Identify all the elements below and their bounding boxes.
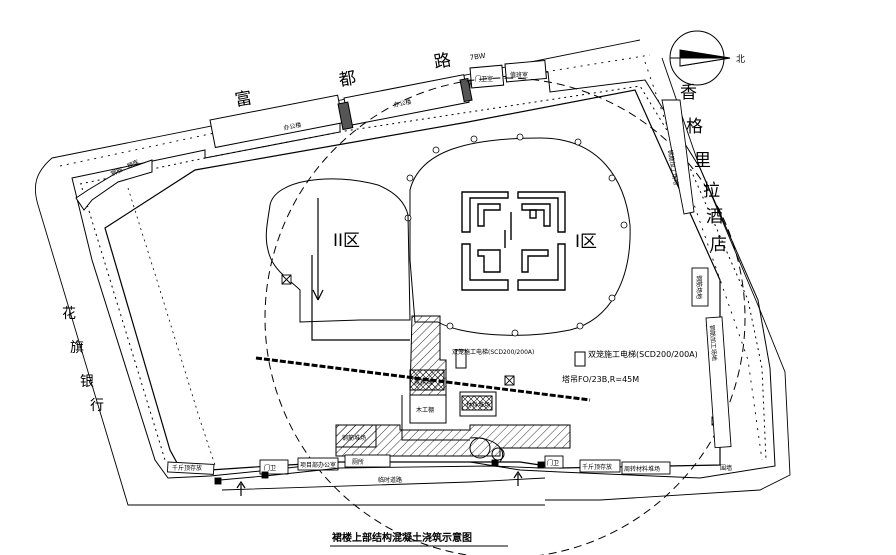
east-box-label: 钢筋场地 xyxy=(695,275,703,299)
south-toilet-label: 厕所 xyxy=(352,458,364,466)
south-wall-right-label: 围墙 xyxy=(720,464,732,472)
gate-arrows xyxy=(236,470,523,496)
compass-north-label: 北 xyxy=(736,54,745,65)
south-right-1-label: 千斤顶存放 xyxy=(582,463,612,471)
east-road-char-4: 拉 xyxy=(703,181,720,201)
south-road-label: 临时道路 xyxy=(378,476,402,484)
west-road-char-1: 花 xyxy=(62,306,76,322)
south-left-box-label: 钢筋堆场 xyxy=(342,434,366,442)
south-office-label: 项目部办公室 xyxy=(300,461,336,469)
north-buildings xyxy=(209,59,547,149)
north-office-1-label: 办公楼 xyxy=(283,121,302,132)
central-facilities xyxy=(335,315,586,457)
guard-2-label: 值班室 xyxy=(510,71,528,79)
zone2-flow-arrow xyxy=(311,198,410,341)
material-label: 木工棚 xyxy=(416,406,434,414)
west-road-char-4: 行 xyxy=(90,398,104,414)
zone1-outline xyxy=(409,137,631,336)
east-road-char-3: 里 xyxy=(694,151,711,171)
north-road-char-2: 都 xyxy=(337,68,357,91)
east-road-char-2: 格 xyxy=(686,117,703,137)
nw-building xyxy=(75,159,153,211)
mix-plant-label: 搅拌站 xyxy=(414,378,432,386)
north-office-2-label: 办公楼 xyxy=(393,98,412,109)
hoist-right-label: 双笼施工电梯(SCD200/200A) xyxy=(588,349,698,359)
tower-core xyxy=(461,191,566,291)
south-right-2-label: 周转材料堆场 xyxy=(624,465,660,473)
west-road-char-2: 旗 xyxy=(70,340,84,356)
south-structures xyxy=(167,454,671,485)
zone1-markers xyxy=(404,133,628,337)
guard-1-label: 门卫室 xyxy=(475,75,493,83)
zone2-outline xyxy=(265,178,411,323)
text-labels: 富 都 路 7BW 香 格 里 拉 酒 店 花 旗 银 行 北 I区 II区 双… xyxy=(62,50,745,547)
north-road-char-3: 路 xyxy=(432,50,452,73)
south-right-gate-label: 门卫 xyxy=(547,459,559,467)
storage-label: 材料堆场 xyxy=(466,401,490,409)
north-road-width: 7BW xyxy=(469,52,486,62)
east-road-char-1: 香 xyxy=(680,83,697,103)
drawing-caption: 裙楼上部结构混凝土浇筑示意图 xyxy=(332,531,472,544)
west-road-char-3: 银 xyxy=(80,374,94,390)
north-road-char-1: 富 xyxy=(233,88,253,111)
south-road-lines xyxy=(219,465,546,491)
east-vertical-label: 钢筋加工场地 xyxy=(708,325,718,361)
crane-radius xyxy=(264,77,746,555)
zone1-label: I区 xyxy=(575,232,597,252)
south-gate-1-label: 门卫 xyxy=(264,464,276,472)
tower-crane-label: 塔吊FO/23B,R=45M xyxy=(562,374,639,384)
south-left-wall-label: 千斤顶存放 xyxy=(172,464,202,472)
hoist-left-label: 双笼施工电梯(SCD200/200A) xyxy=(452,348,534,356)
east-road-char-6: 店 xyxy=(710,235,727,255)
east-structures xyxy=(661,99,732,449)
zone2-label: II区 xyxy=(333,231,360,251)
compass xyxy=(669,30,731,86)
east-road-char-5: 酒 xyxy=(706,207,723,227)
